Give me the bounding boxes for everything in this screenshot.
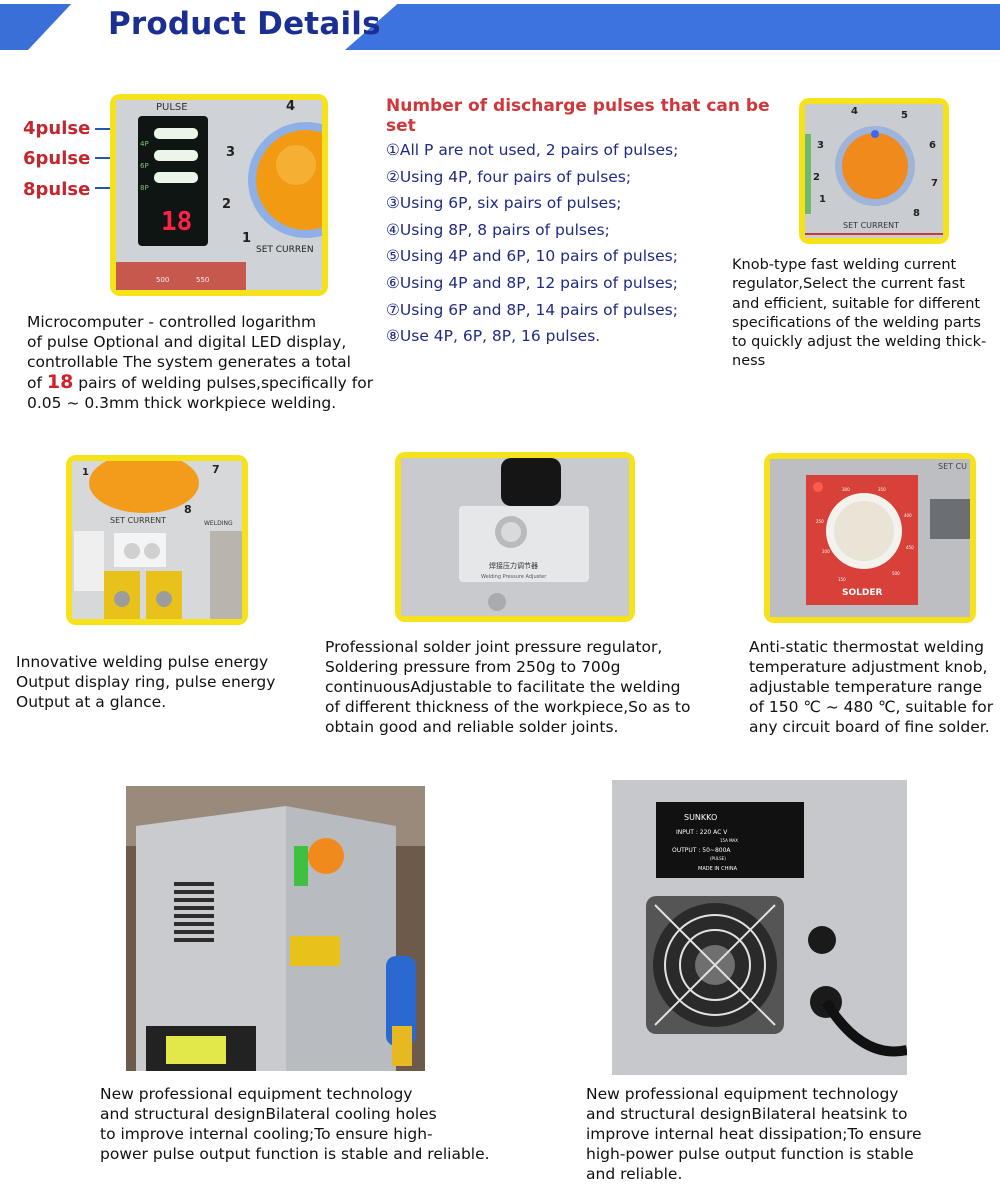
svg-text:6: 6 — [929, 140, 936, 151]
svg-text:8: 8 — [913, 208, 920, 219]
svg-text:SET CU: SET CU — [938, 462, 967, 471]
svg-text:550: 550 — [196, 276, 209, 284]
header-band-right — [345, 4, 1000, 50]
svg-text:SET CURRENT: SET CURRENT — [843, 221, 899, 230]
svg-text:PULSE: PULSE — [156, 102, 188, 113]
svg-text:500: 500 — [156, 276, 169, 284]
list-item: ⑥Using 4P and 8P, 12 pairs of pulses; — [386, 273, 678, 292]
svg-text:2: 2 — [222, 197, 231, 212]
thermostat-description: Anti-static thermostat welding temperatu… — [749, 638, 994, 736]
pulse-setting-list: Number of discharge pulses that can be s… — [386, 96, 786, 350]
thermostat-knob-photo: 150 200 250 300 350 400 450 500 SOLDER S… — [764, 453, 976, 623]
svg-text:WELDING: WELDING — [204, 520, 233, 527]
pressure-regulator-photo: 焊接压力调节器 Welding Pressure Adjuster — [395, 452, 635, 622]
current-knob-photo: 1 2 3 4 5 6 7 8 SET CURRENT — [799, 98, 949, 244]
svg-text:MADE IN CHINA: MADE IN CHINA — [698, 866, 738, 872]
svg-text:200: 200 — [822, 549, 830, 554]
heatsink-fan-photo: SUNKKO INPUT : 220 AC V 15A MAX OUTPUT :… — [612, 780, 907, 1075]
svg-text:4: 4 — [286, 100, 295, 114]
svg-text:150: 150 — [838, 577, 846, 582]
pulse-count-highlight: 18 — [46, 371, 74, 393]
svg-text:350: 350 — [878, 487, 886, 492]
svg-text:焊接压力调节器: 焊接压力调节器 — [489, 561, 538, 570]
list-item: ②Using 4P, four pairs of pulses; — [386, 167, 632, 186]
cooling-holes-description: New professional equipment technology an… — [100, 1085, 490, 1163]
list-item: ⑦Using 6P and 8P, 14 pairs of pulses; — [386, 300, 678, 319]
list-item: ⑧Use 4P, 6P, 8P, 16 pulses. — [386, 327, 601, 346]
svg-text:SET CURRENT: SET CURRENT — [110, 516, 166, 525]
current-knob-description: Knob-type fast welding current regulator… — [732, 257, 987, 370]
pulse-energy-description: Innovative welding pulse energy Output d… — [16, 653, 276, 711]
svg-text:7: 7 — [212, 463, 220, 476]
svg-text:1: 1 — [82, 467, 89, 478]
svg-text:INPUT : 220 AC V: INPUT : 220 AC V — [676, 829, 728, 836]
svg-text:250: 250 — [816, 519, 824, 524]
list-item: ⑤Using 4P and 6P, 10 pairs of pulses; — [386, 247, 678, 266]
svg-text:3: 3 — [817, 140, 824, 151]
led-description: Microcomputer - controlled logarithm of … — [27, 313, 374, 412]
page-title: Product Details — [108, 6, 381, 42]
pulse-list-title: Number of discharge pulses that can be s… — [386, 96, 770, 136]
pulse-label-8: 8pulse — [23, 179, 91, 200]
pulse-label-4: 4pulse — [23, 118, 91, 139]
svg-text:400: 400 — [904, 513, 912, 518]
svg-text:500: 500 — [892, 571, 900, 576]
svg-text:2: 2 — [813, 172, 820, 183]
pressure-regulator-description: Professional solder joint pressure regul… — [325, 638, 691, 736]
svg-text:4P: 4P — [140, 140, 149, 148]
svg-text:450: 450 — [906, 545, 914, 550]
header-title-plate — [28, 4, 388, 50]
svg-text:15A MAX: 15A MAX — [720, 838, 738, 843]
list-item: ①All P are not used, 2 pairs of pulses; — [386, 141, 679, 159]
svg-text:(PULSE): (PULSE) — [710, 856, 726, 861]
svg-text:SET CURREN: SET CURREN — [256, 245, 314, 255]
list-item: ③Using 6P, six pairs of pulses; — [386, 194, 622, 213]
svg-text:Welding Pressure Adjuster: Welding Pressure Adjuster — [481, 574, 547, 580]
pulse-label-6: 6pulse — [23, 148, 91, 169]
svg-text:8P: 8P — [140, 184, 149, 192]
svg-text:1: 1 — [819, 194, 826, 205]
svg-text:18: 18 — [161, 207, 192, 237]
led-display-photo: PULSE 4P 6P 8P 18 4 3 2 1 SET CURREN 500… — [110, 94, 328, 296]
svg-text:4: 4 — [851, 106, 858, 117]
svg-text:7: 7 — [931, 178, 938, 189]
svg-text:1: 1 — [242, 231, 251, 246]
svg-text:SUNKKO: SUNKKO — [684, 813, 717, 822]
cooling-holes-photo — [126, 786, 425, 1071]
svg-text:SOLDER: SOLDER — [842, 588, 882, 598]
svg-text:8: 8 — [184, 503, 192, 516]
svg-text:5: 5 — [901, 110, 908, 121]
svg-text:6P: 6P — [140, 162, 149, 170]
list-item: ④Using 8P, 8 pairs of pulses; — [386, 220, 610, 239]
svg-text:3: 3 — [226, 145, 235, 160]
heatsink-description: New professional equipment technology an… — [586, 1085, 922, 1183]
pulse-energy-photo: 1 7 8 SET CURRENT WELDING — [66, 455, 248, 625]
svg-text:OUTPUT : 50~800A: OUTPUT : 50~800A — [672, 847, 731, 854]
svg-text:300: 300 — [842, 487, 850, 492]
